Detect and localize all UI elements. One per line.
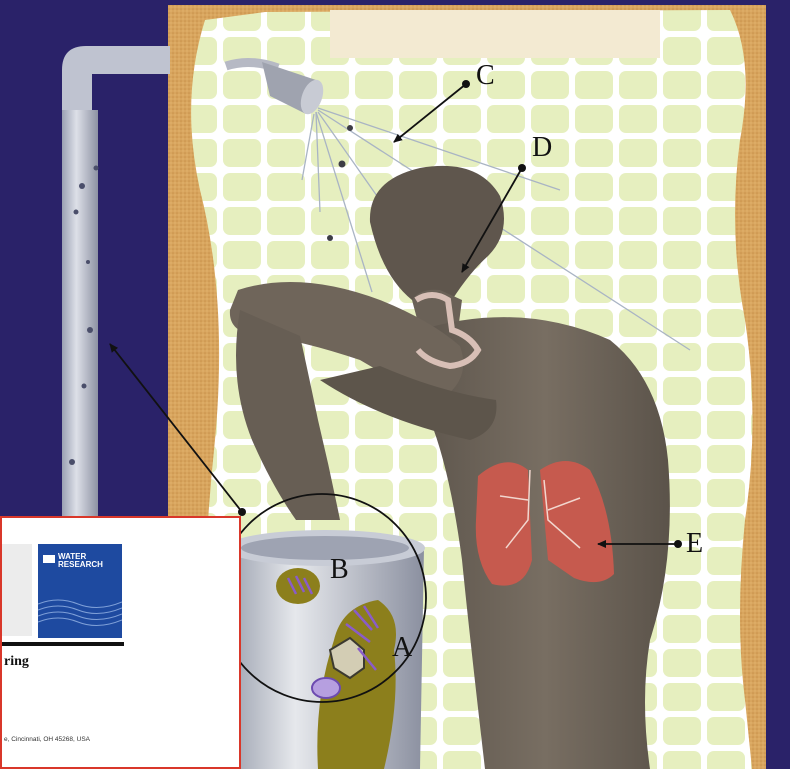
label-b: B (330, 556, 349, 584)
label-e: E (686, 530, 703, 558)
title-rule (2, 642, 124, 646)
journal-cover: WATER RESEARCH (38, 544, 122, 638)
paper-address-fragment: e, Cincinnati, OH 45268, USA (4, 736, 90, 743)
paper-title-fragment: ring (4, 654, 29, 670)
journal-wave-graphic (38, 544, 122, 638)
paper-inset: WATER RESEARCH ring e, Cincinnati, OH 45… (0, 516, 241, 769)
header-placeholder (2, 544, 32, 636)
label-d: D (532, 134, 552, 162)
water-pipe (62, 110, 98, 520)
upper-wall (330, 10, 660, 58)
label-a: A (392, 634, 412, 662)
label-c: C (476, 62, 495, 90)
